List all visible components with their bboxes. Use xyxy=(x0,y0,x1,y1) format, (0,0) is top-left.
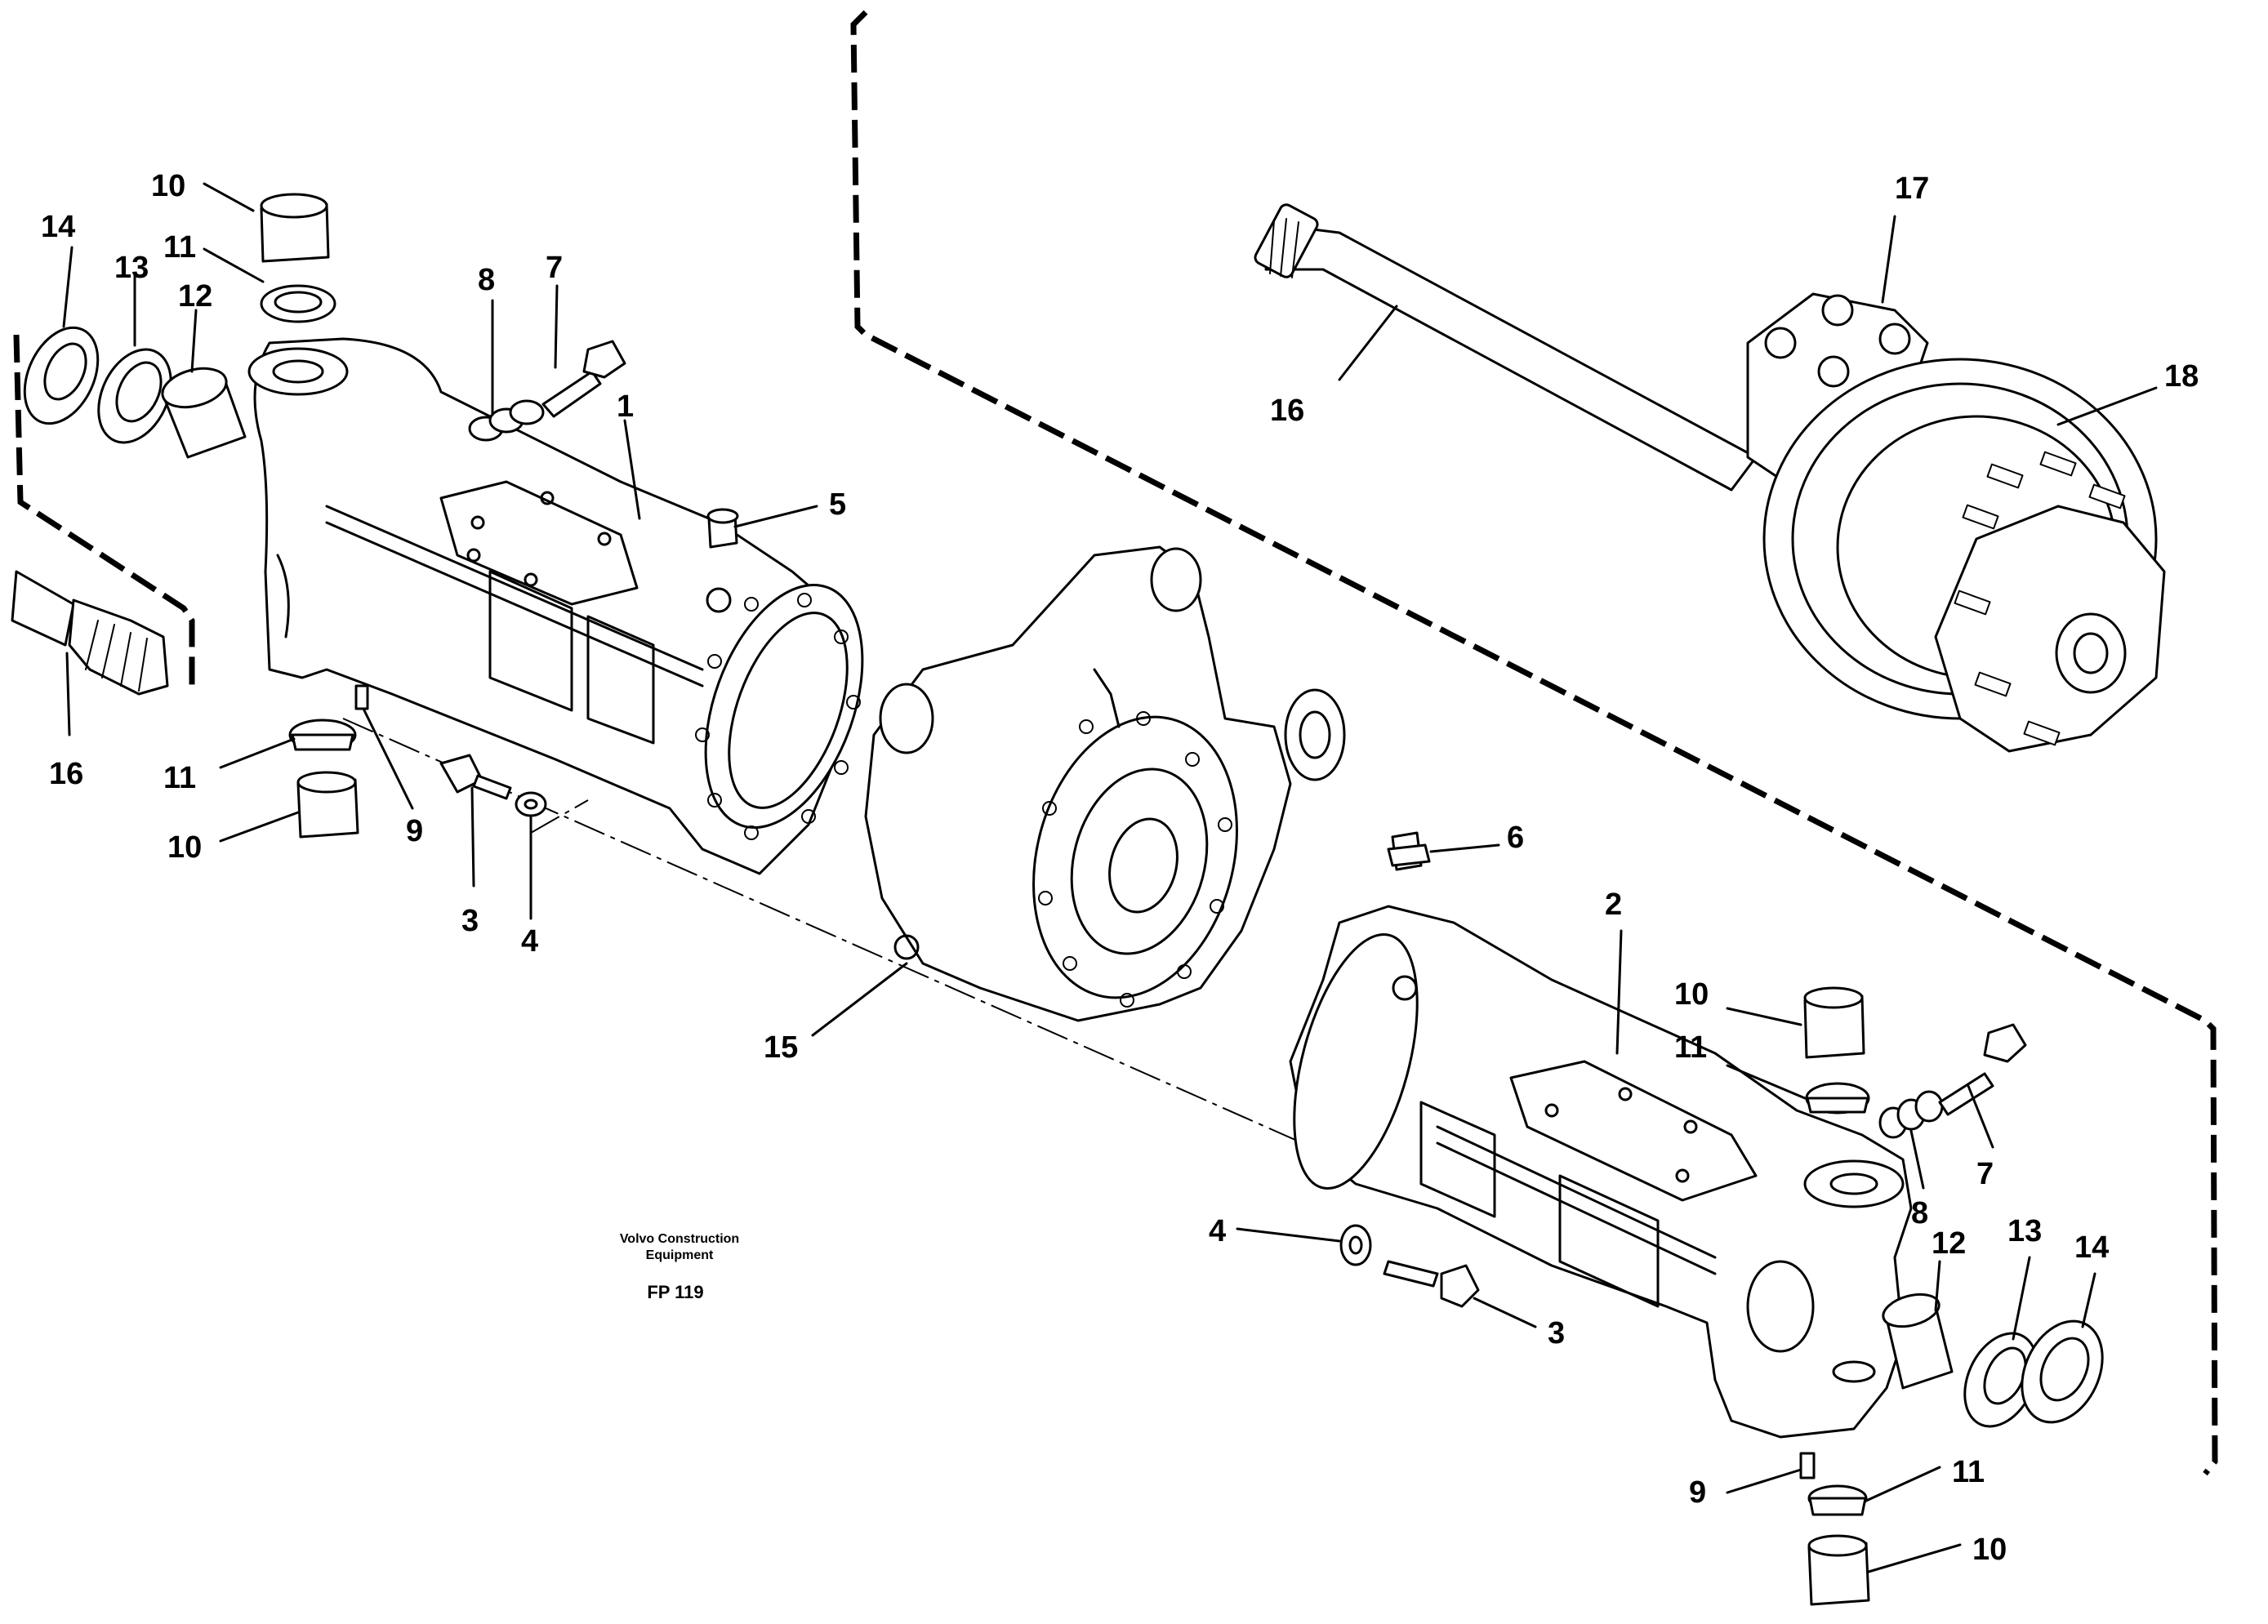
callout-labels: 10 14 13 11 12 8 7 1 5 16 11 10 9 3 4 15… xyxy=(41,169,2199,1567)
differential-carrier xyxy=(864,545,1346,1022)
callout-7-left: 7 xyxy=(546,251,563,285)
wheel-hub-assembly xyxy=(1746,292,2166,753)
right-axle-housing xyxy=(1289,905,1913,1439)
callout-8-right: 8 xyxy=(1911,1196,1928,1230)
callout-6: 6 xyxy=(1507,821,1524,855)
callout-13-right: 13 xyxy=(2007,1214,2042,1248)
maker-name-line1: Volvo Construction xyxy=(620,1232,739,1246)
callout-10-top-right: 10 xyxy=(1674,977,1709,1012)
callout-11-top-right: 11 xyxy=(1674,1030,1707,1065)
callout-12-right: 12 xyxy=(1932,1226,1966,1261)
callout-8-left: 8 xyxy=(478,263,495,297)
callout-3-left: 3 xyxy=(461,904,479,938)
callout-10-top-left: 10 xyxy=(151,169,185,203)
callout-2: 2 xyxy=(1605,888,1622,922)
callout-10-bottom-left: 10 xyxy=(167,830,202,865)
callout-4-left: 4 xyxy=(521,924,538,959)
callout-16-left: 16 xyxy=(49,757,83,791)
callout-7-right: 7 xyxy=(1976,1157,1994,1191)
callout-4-right: 4 xyxy=(1209,1214,1226,1248)
left-axle-housing xyxy=(247,337,864,875)
callout-3-right: 3 xyxy=(1548,1316,1565,1350)
callout-12-left: 12 xyxy=(178,279,212,314)
upper-half-shaft xyxy=(1254,203,1758,492)
figure-code: FP 119 xyxy=(647,1282,703,1302)
callout-13-left: 13 xyxy=(114,251,149,285)
callout-1: 1 xyxy=(617,389,634,424)
callout-10-bottom-right: 10 xyxy=(1972,1533,2007,1567)
callout-15: 15 xyxy=(764,1030,798,1065)
callout-16-upper: 16 xyxy=(1270,394,1304,428)
callout-11-bottom-right: 11 xyxy=(1952,1455,1985,1489)
callout-11-top-left: 11 xyxy=(163,230,196,265)
callout-9-right: 9 xyxy=(1689,1475,1706,1510)
maker-name-line2: Equipment xyxy=(646,1248,714,1262)
left-small-parts xyxy=(11,193,739,839)
callout-11-bottom-left: 11 xyxy=(163,761,196,795)
callout-9-left: 9 xyxy=(406,814,423,848)
figure-caption: Volvo Construction Equipment FP 119 xyxy=(620,1232,739,1302)
callout-14-right: 14 xyxy=(2074,1230,2109,1265)
callout-14-left: 14 xyxy=(41,210,75,244)
callout-5: 5 xyxy=(829,487,846,522)
callout-18: 18 xyxy=(2164,359,2199,394)
callout-17: 17 xyxy=(1895,171,1929,206)
right-small-parts xyxy=(1339,831,2104,1606)
leader-lines xyxy=(62,182,2158,1573)
